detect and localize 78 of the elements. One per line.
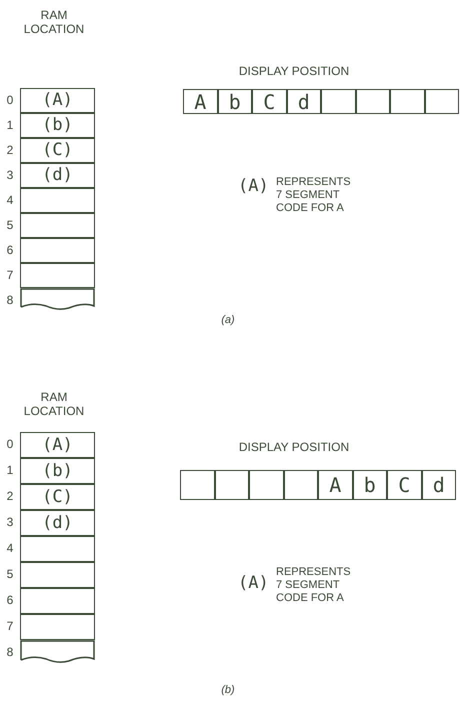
- display-digit-cell: [214, 470, 249, 500]
- memory-cell: [20, 288, 95, 311]
- address-number: 2: [6, 489, 14, 504]
- display-digit-cell: [321, 89, 356, 114]
- segment-code-text: (b): [42, 117, 73, 134]
- memory-cell: [20, 163, 95, 188]
- address-number: 5: [6, 218, 14, 232]
- display-digit-cell: [390, 89, 424, 114]
- segment-code-text: C: [398, 475, 410, 495]
- panel-caption: (b): [220, 684, 236, 698]
- address-number: 8: [6, 645, 14, 660]
- segment-code-text: d: [432, 475, 445, 495]
- address-number: 1: [6, 118, 14, 132]
- memory-cell: [20, 88, 95, 113]
- address-number: 7: [6, 619, 14, 634]
- address-number: 5: [6, 567, 14, 582]
- display-digit-cell: [424, 89, 459, 114]
- segment-code-symbol: (A): [238, 176, 268, 196]
- segment-code-text: d: [298, 92, 310, 112]
- display-digit-cell: [180, 470, 214, 500]
- display-digit-cell: [318, 470, 352, 500]
- address-number: 3: [6, 515, 14, 530]
- segment-code-text: b: [364, 475, 376, 495]
- address-number: 4: [6, 192, 14, 207]
- display-digit-cell: [352, 470, 387, 500]
- address-number: 7: [6, 268, 14, 282]
- segment-code-text: A: [329, 475, 342, 495]
- memory-cell: [20, 536, 95, 562]
- display-digit-cell: [286, 89, 321, 114]
- note-text: REPRESENTS 7 SEGMENT CODE FOR A: [276, 176, 352, 216]
- column-heading: RAM LOCATION: [22, 8, 86, 37]
- display-digit-cell: [252, 89, 286, 114]
- memory-cell: [20, 263, 95, 288]
- address-number: 2: [6, 142, 14, 157]
- memory-cell: [20, 588, 95, 614]
- address-number: 6: [6, 242, 14, 257]
- row-heading: DISPLAY POSITION: [238, 440, 350, 454]
- segment-code-text: (b): [42, 462, 73, 480]
- segment-code-text: (A): [42, 92, 73, 109]
- address-number: 1: [6, 463, 14, 478]
- display-digit-cell: [356, 89, 390, 114]
- memory-cell: [20, 458, 95, 484]
- address-number: 4: [6, 541, 14, 556]
- memory-cell: [20, 614, 95, 640]
- memory-cell: [20, 138, 95, 163]
- column-heading: RAM LOCATION: [22, 390, 86, 419]
- memory-cell: [20, 640, 95, 664]
- memory-cell: [20, 484, 95, 510]
- memory-cell: [20, 188, 95, 213]
- display-digit-cell: [422, 470, 456, 500]
- address-number: 0: [6, 92, 14, 107]
- address-number: 6: [6, 593, 14, 608]
- segment-code-text: (A): [42, 436, 73, 454]
- memory-cell: [20, 510, 95, 536]
- address-number: 3: [6, 168, 14, 182]
- segment-code-text: (C): [42, 142, 73, 159]
- display-digit-cell: [249, 470, 284, 500]
- display-digit-cell: [284, 470, 318, 500]
- segment-code-text: A: [194, 92, 206, 112]
- memory-cell: [20, 432, 95, 458]
- segment-code-text: (C): [42, 488, 73, 506]
- memory-cell: [20, 238, 95, 263]
- display-digit-cell: [387, 470, 422, 500]
- display-digit-cell: [218, 89, 252, 114]
- memory-cell: [20, 213, 95, 238]
- panel-caption: (a): [220, 314, 236, 328]
- memory-cell: [20, 113, 95, 138]
- segment-code-text: (d): [42, 514, 73, 532]
- address-number: 8: [6, 292, 14, 307]
- note-text: REPRESENTS 7 SEGMENT CODE FOR A: [276, 566, 352, 606]
- display-digit-cell: [183, 89, 218, 114]
- segment-code-text: C: [263, 92, 276, 112]
- segment-code-symbol: (A): [238, 573, 268, 594]
- address-number: 0: [6, 437, 14, 452]
- segment-code-text: (d): [42, 167, 73, 184]
- row-heading: DISPLAY POSITION: [238, 64, 350, 78]
- memory-cell: [20, 562, 95, 588]
- segment-code-text: b: [228, 92, 241, 112]
